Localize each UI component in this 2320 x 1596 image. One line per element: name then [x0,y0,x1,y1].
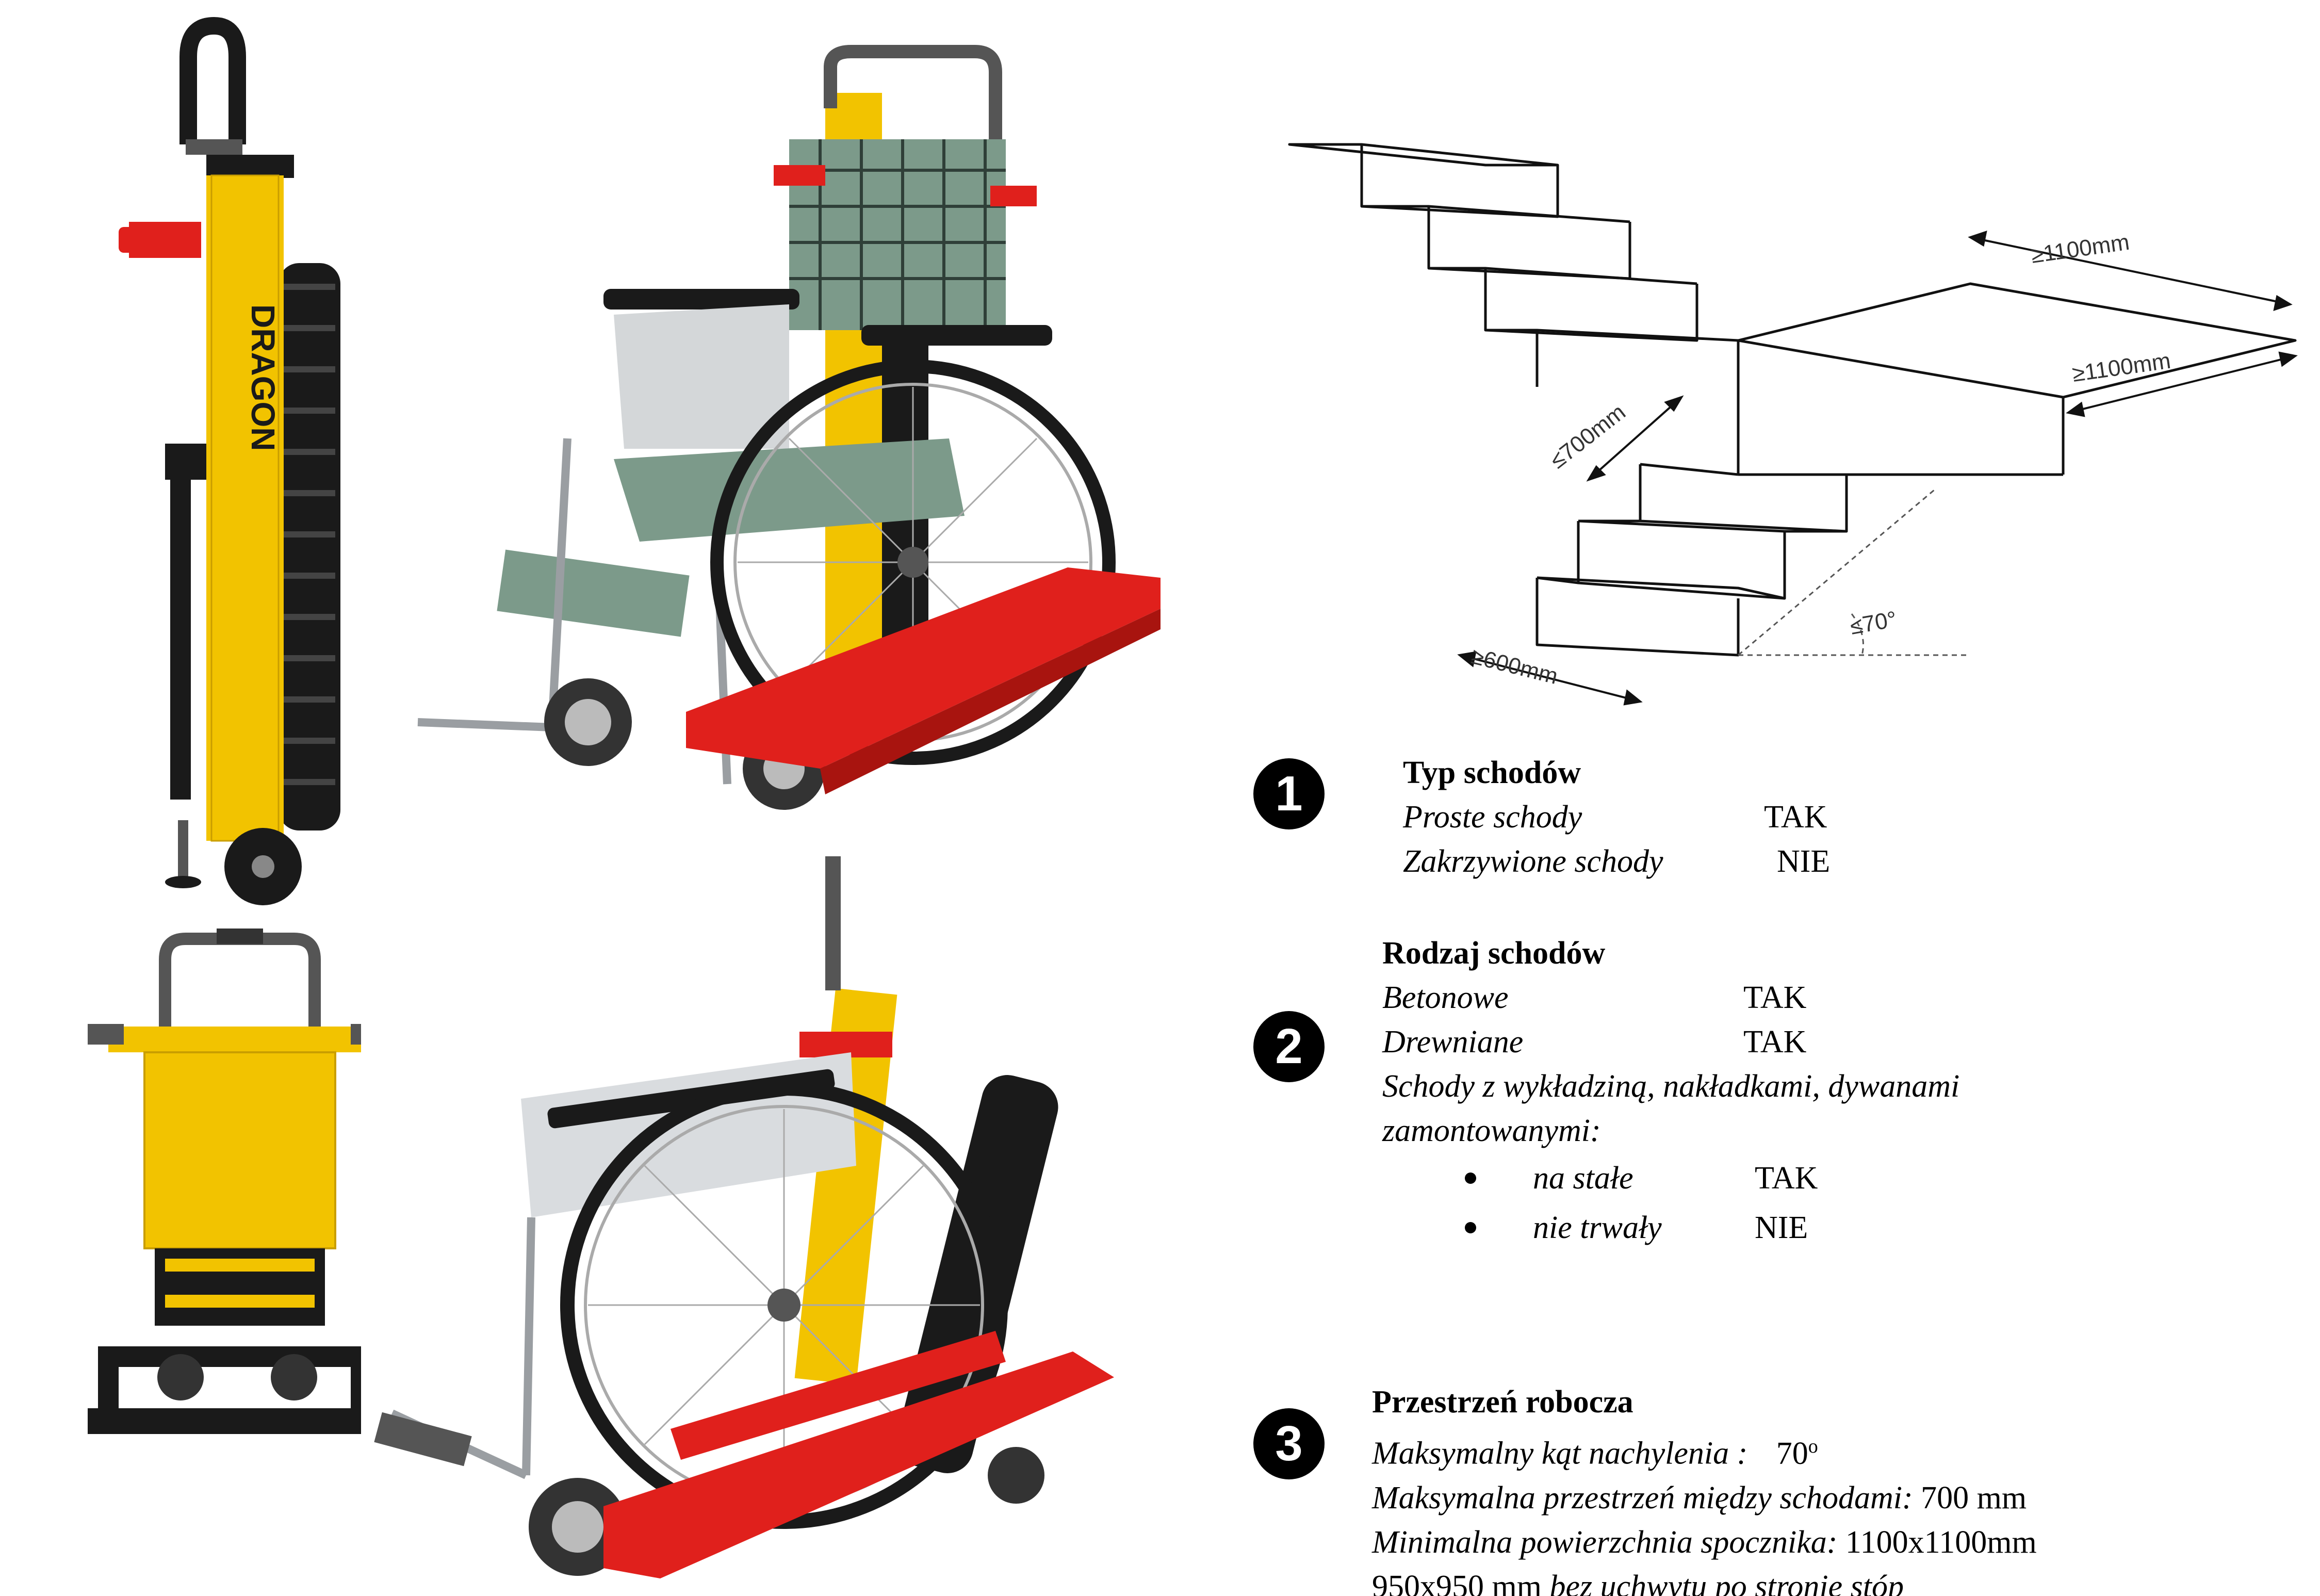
section-1-row: Zakrzywione schody NIE [1403,839,1830,884]
section-2-title: Rodzaj schodów [1382,936,1606,971]
diagram-step-gap: ≤700mm [1545,399,1630,474]
section-3: Przestrzeń robocza Maksymalny kąt nachyl… [1372,1380,2037,1596]
frame-yellow [206,175,284,841]
row-label: Drewniane [1382,1024,1524,1060]
section-1-number-badge: 1 [1253,758,1325,829]
bullet-value: NIE [1755,1210,1808,1245]
bullet-list-item: nie trwały NIE [1382,1206,1959,1250]
stairclimber-side-photo: DRAGON [108,15,397,913]
section-2-note-line-2: zamontowanymi: [1382,1113,1601,1148]
row-label: Betonowe [1382,980,1509,1015]
section-1-title: Typ schodów [1403,755,1581,790]
diagram-landing-depth: ≥1100mm [2071,348,2172,387]
row-value: TAK [1764,800,1827,835]
min-landing-label: Minimalna powierzchnia spocznika: [1372,1524,1838,1560]
row-value: TAK [1743,980,1807,1015]
section-2-row: Betonowe TAK [1382,975,1959,1020]
stairclimber-back-photo [77,923,392,1439]
bullet-label: na stałe [1533,1161,1633,1196]
max-angle-value: 70 [1776,1436,1808,1471]
diagram-step-width: ≥600mm [1469,643,1561,689]
section-1-row: Proste schody TAK [1403,795,1830,839]
bullet-label: nie trwały [1533,1210,1662,1245]
min-landing-value: 1100x1100mm [1845,1524,2037,1560]
alt-landing-line: 950x950 mm bez uchwytu po stronie stóp [1372,1565,2037,1596]
min-landing-line: Minimalna powierzchnia spocznika: 1100x1… [1372,1520,2037,1565]
alt-landing-value: 950x950 mm [1372,1569,1542,1596]
row-label: Zakrzywione schody [1403,844,1663,879]
row-label: Proste schody [1403,800,1582,835]
max-gap-value: 700 mm [1921,1480,2027,1516]
bullet-icon [1465,1222,1476,1233]
bullet-value: TAK [1755,1161,1818,1196]
section-1: Typ schodów Proste schody TAK Zakrzywion… [1403,751,1830,884]
section-2-note-line-1: Schody z wykładziną, nakładkami, dywanam… [1382,1069,1960,1104]
section-3-title: Przestrzeń robocza [1372,1385,1633,1420]
alt-landing-label: bez uchwytu po stronie stóp [1549,1569,1904,1596]
bullet-icon [1465,1172,1476,1184]
row-value: NIE [1777,844,1831,879]
section-2-row: Drewniane TAK [1382,1020,1959,1064]
section-2: Rodzaj schodów Betonowe TAK Drewniane TA… [1382,931,1959,1250]
max-gap-line: Maksymalna przestrzeń między schodami: 7… [1372,1476,2037,1520]
stairs-diagram: ≥1100mm ≥1100mm ≤700mm ≤70° ≥600mm [1248,77,2306,727]
max-gap-label: Maksymalna przestrzeń między schodami: [1372,1480,1913,1516]
degree-sign: o [1808,1436,1818,1457]
wheelchair-mounted-photo [397,36,1161,820]
diagram-angle: ≤70° [1848,607,1899,640]
max-angle-label: Maksymalny kąt nachylenia : [1372,1436,1748,1471]
section-2-number-badge: 2 [1253,1011,1325,1082]
max-angle-line: Maksymalny kąt nachylenia : 70o [1372,1424,2037,1476]
section-3-number-badge: 3 [1253,1408,1325,1479]
row-value: TAK [1743,1024,1807,1060]
brand-logo: DRAGON [244,304,282,451]
bullet-list-item: na stałe TAK [1382,1156,1959,1200]
wheelchair-tilted-photo [361,856,1207,1589]
diagram-landing-width: ≥1100mm [2030,230,2131,268]
